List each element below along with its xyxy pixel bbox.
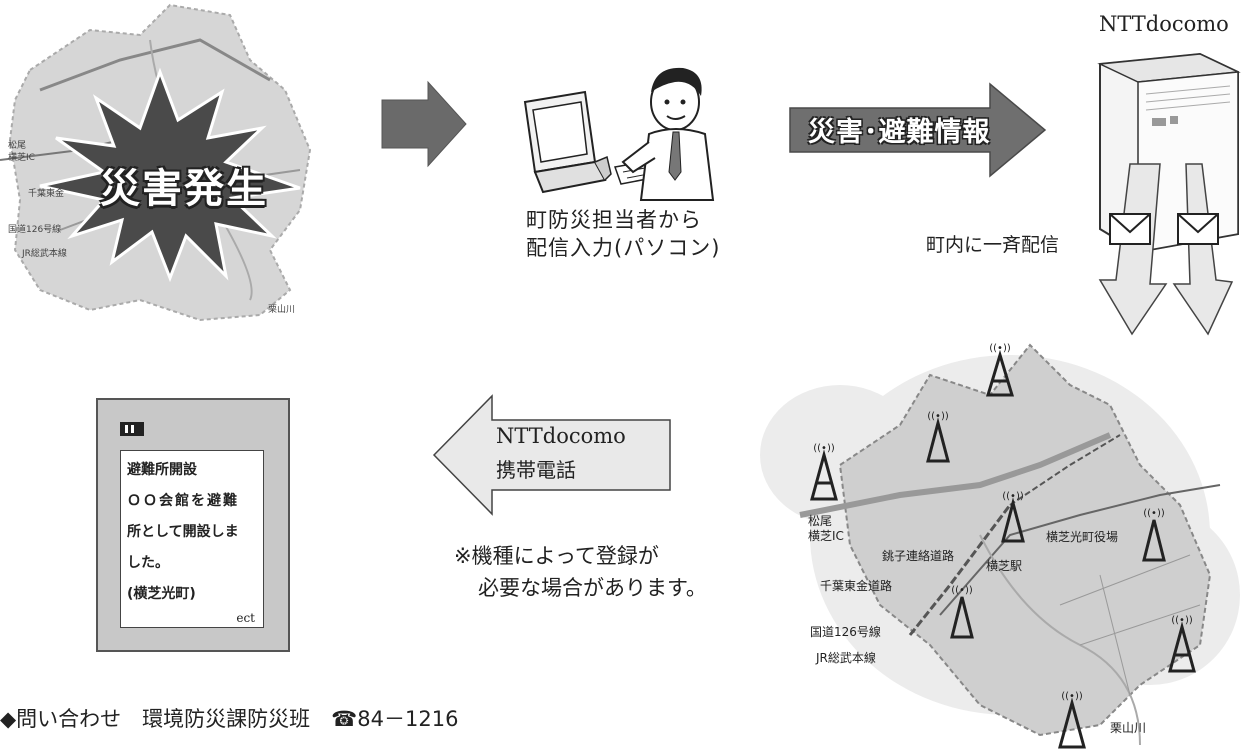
- map-label-jr-sobu-bottom: JR総武本線: [816, 651, 876, 665]
- operator-illustration: [515, 62, 715, 202]
- operator-at-computer-graphic: [523, 67, 715, 201]
- svg-text:((•)): ((•)): [1143, 508, 1165, 519]
- operator-caption-line1: 町防災担当者から: [526, 208, 702, 232]
- cell-tower-south-west: ((•)): [950, 585, 974, 639]
- top-map-graphic: [0, 3, 312, 322]
- info-arrow-label: 災害･避難情報: [808, 117, 991, 148]
- phone-arrow-line1: NTTdocomo: [496, 424, 626, 448]
- registration-note-line2: 必要な場合があります。: [478, 576, 707, 600]
- broadcast-arrow-right: [1172, 163, 1234, 336]
- registration-note-line1: ※機種によって登録が: [454, 544, 659, 568]
- top-left-map: 災害発生 松尾 横芝IC 千葉東金 国道126号線 JR総武本線 栗山川: [0, 0, 320, 330]
- disaster-burst: [39, 67, 301, 283]
- cell-tower-north: ((•)): [985, 343, 1015, 397]
- screen-line-4: した。: [127, 555, 169, 571]
- operator-caption-line2: 配信入力(パソコン): [526, 236, 721, 260]
- map-label-route126-bottom: 国道126号線: [810, 625, 881, 639]
- map-label-matsuo-bottom: 松尾: [808, 514, 833, 528]
- cell-tower-west: ((•)): [810, 443, 838, 501]
- svg-text:((•)): ((•)): [989, 343, 1011, 354]
- server-graphic: [1097, 52, 1241, 336]
- map-label-yokoshiba-station: 横芝駅: [986, 559, 1023, 573]
- bottom-map-graphic: ((•)) ((•)) ((•)) ((•)) ((•)) ((•)) ((•)…: [760, 343, 1240, 749]
- cell-tower-center: ((•)): [1001, 491, 1025, 543]
- svg-text:((•)): ((•)): [951, 585, 973, 596]
- map-label-yokoshiba-ic: 横芝IC: [8, 153, 35, 163]
- map-label-choshi-road: 銚子連絡道路: [882, 549, 955, 563]
- contact-info: ◆問い合わせ 環境防災課防災班 ☎84－1216: [0, 707, 459, 731]
- map-label-matsuo: 松尾: [8, 141, 27, 151]
- info-arrow: [789, 82, 1047, 178]
- svg-text:((•)): ((•)): [813, 443, 835, 454]
- phone-arrow-line2: 携帯電話: [496, 458, 576, 482]
- map-label-yokoshiba-ic-bottom: 横芝IC: [808, 529, 844, 543]
- server-brand: NTTdocomo: [1099, 12, 1229, 36]
- phone-arrow: [432, 394, 671, 516]
- cell-tower-north-west: ((•)): [926, 411, 950, 463]
- battery-icon: [120, 422, 144, 436]
- cell-tower-east: ((•)): [1142, 508, 1166, 562]
- map-label-route126: 国道126号線: [8, 225, 62, 235]
- svg-text:((•)): ((•)): [1061, 691, 1083, 702]
- map-label-kuriyama: 栗山川: [268, 305, 296, 315]
- map-label-chiba-togane-road: 千葉東金道路: [820, 579, 893, 593]
- screen-line-3: 所として開設しま: [127, 524, 239, 540]
- flow-arrow-right-1: [381, 80, 467, 168]
- cell-tower-south: ((•)): [1058, 691, 1086, 749]
- screen-footer: ect: [236, 611, 255, 625]
- broadcast-label: 町内に一斉配信: [926, 234, 1060, 256]
- svg-text:((•)): ((•)): [1171, 615, 1193, 626]
- burst-text: 災害発生: [100, 166, 268, 212]
- map-label-jr-sobu: JR総武本線: [22, 249, 67, 259]
- map-label-chiba-togane: 千葉東金: [28, 189, 65, 199]
- phone-screen: 避難所開設 ＯＯ会館を避難 所として開設しま した。 (横芝光町) ect: [120, 450, 264, 628]
- screen-line-2: ＯＯ会館を避難: [127, 493, 239, 509]
- cell-tower-south-east: ((•)): [1168, 615, 1196, 673]
- phone-device: 避難所開設 ＯＯ会館を避難 所として開設しま した。 (横芝光町) ect: [96, 398, 290, 652]
- svg-text:((•)): ((•)): [1002, 491, 1024, 502]
- map-label-kuriyama-bottom: 栗山川: [1110, 721, 1147, 735]
- screen-line-5: (横芝光町): [127, 586, 196, 602]
- bottom-right-map: ((•)) ((•)) ((•)) ((•)) ((•)) ((•)) ((•)…: [760, 315, 1243, 751]
- map-label-town-hall: 横芝光町役場: [1046, 530, 1119, 544]
- screen-line-1: 避難所開設: [127, 462, 197, 478]
- svg-text:((•)): ((•)): [927, 411, 949, 422]
- broadcast-arrow-left: [1098, 163, 1168, 336]
